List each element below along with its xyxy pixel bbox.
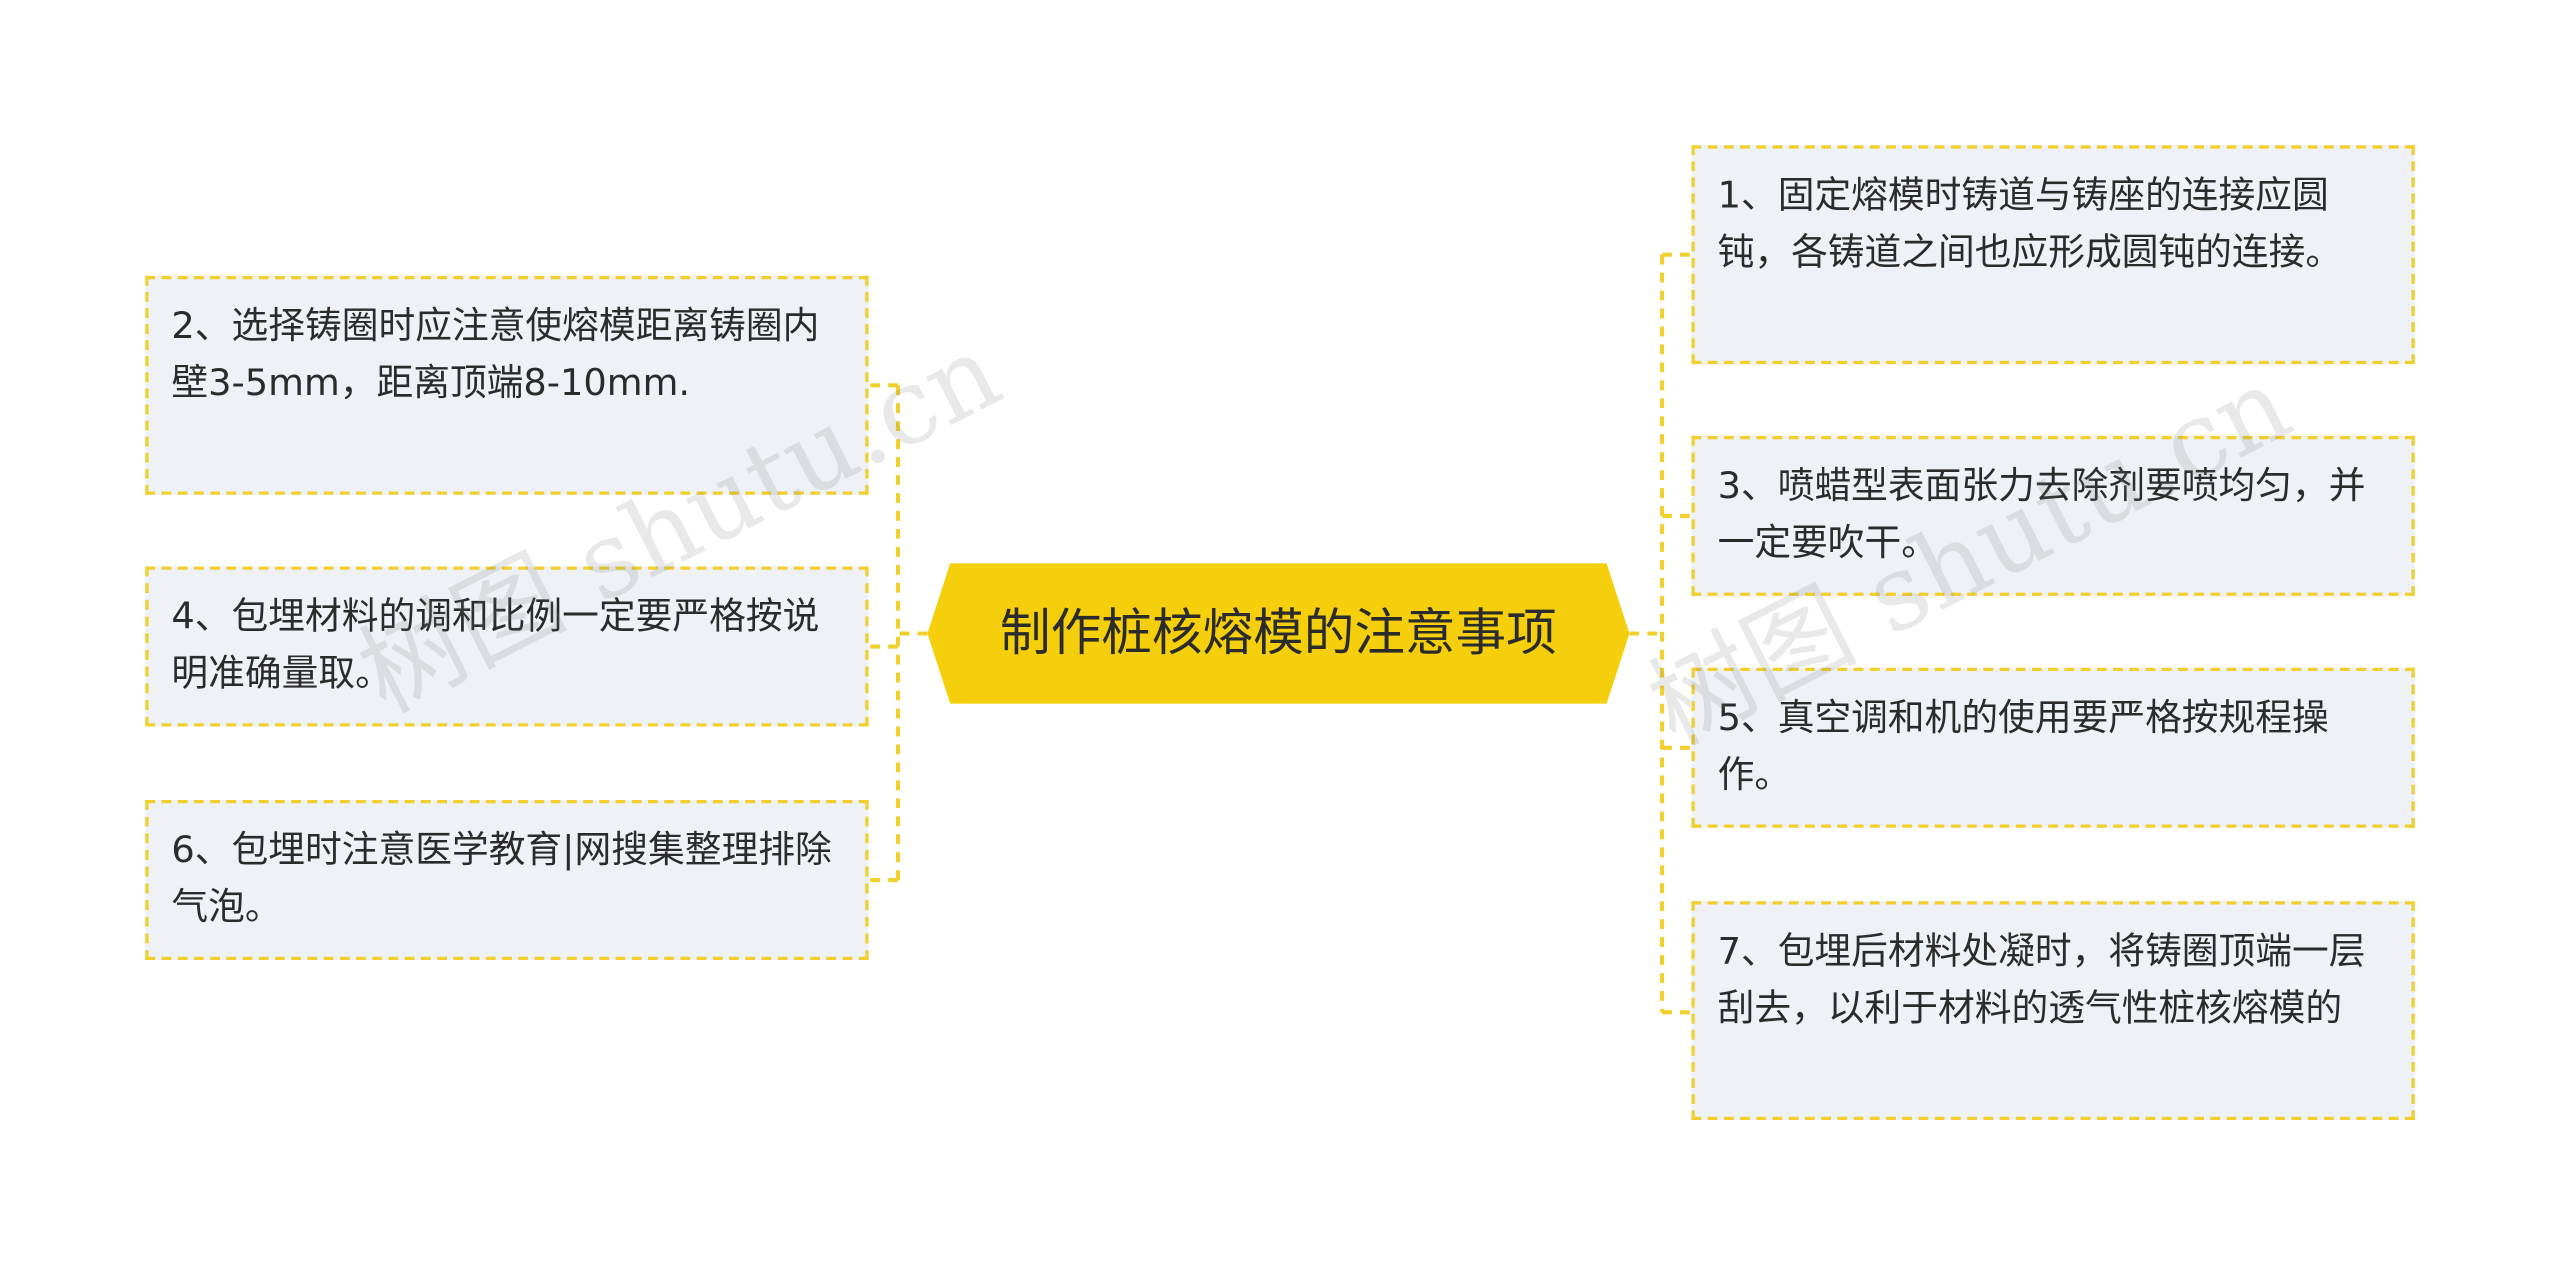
topic-node-7-text: 7、包埋后材料处凝时，将铸圈顶端一层刮去，以利于材料的透气性桩核熔模的	[1717, 930, 2366, 1031]
central-topic[interactable]: 制作桩核熔模的注意事项	[927, 563, 1630, 704]
topic-node-6-text: 6、包埋时注意医学教育|网搜集整理排除气泡。	[171, 829, 832, 930]
central-topic-shape	[927, 563, 1630, 704]
topic-node-2-text: 2、选择铸圈时应注意使熔模距离铸圈内壁3-5mm，距离顶端8-10mm.	[171, 305, 820, 405]
topic-node-5[interactable]: 5、真空调和机的使用要严格按规程操作。	[1691, 667, 2415, 828]
topic-node-1-text: 1、固定熔模时铸道与铸座的连接应圆钝，各铸道之间也应形成圆钝的连接。	[1717, 174, 2343, 275]
topic-node-3-text: 3、喷蜡型表面张力去除剂要喷均匀，并一定要吹干。	[1717, 465, 2366, 565]
connector-right-trunk	[1629, 254, 1665, 1013]
connector-left-trunk	[895, 385, 928, 881]
topic-node-5-text: 5、真空调和机的使用要严格按规程操作。	[1717, 697, 2329, 797]
topic-node-2[interactable]: 2、选择铸圈时应注意使熔模距离铸圈内壁3-5mm，距离顶端8-10mm.	[145, 275, 869, 495]
topic-node-6[interactable]: 6、包埋时注意医学教育|网搜集整理排除气泡。	[145, 800, 869, 961]
topic-node-7[interactable]: 7、包埋后材料处凝时，将铸圈顶端一层刮去，以利于材料的透气性桩核熔模的	[1691, 901, 2415, 1121]
topic-node-4-text: 4、包埋材料的调和比例一定要严格按说明准确量取。	[171, 595, 820, 696]
topic-node-1[interactable]: 1、固定熔模时铸道与铸座的连接应圆钝，各铸道之间也应形成圆钝的连接。	[1691, 145, 2415, 365]
topic-node-4[interactable]: 4、包埋材料的调和比例一定要严格按说明准确量取。	[145, 566, 869, 727]
central-topic-title: 制作桩核熔模的注意事项	[1000, 604, 1557, 663]
topic-node-3[interactable]: 3、喷蜡型表面张力去除剂要喷均匀，并一定要吹干。	[1691, 435, 2415, 596]
